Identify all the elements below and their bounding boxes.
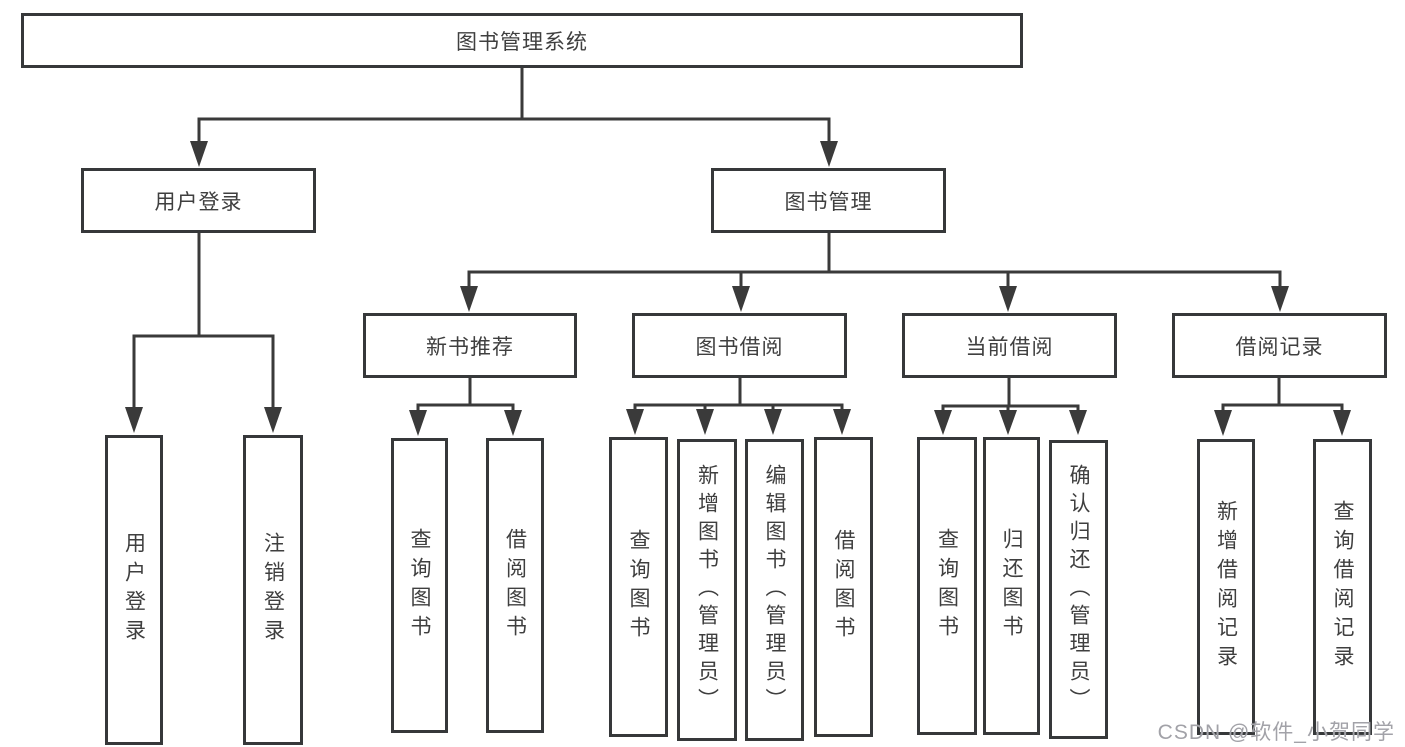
leaf-records-add-record: 新增借阅记录: [1197, 439, 1255, 735]
leaf-current-query-books: 查询图书: [917, 437, 977, 735]
leaf-records-query-record: 查询借阅记录: [1313, 439, 1372, 735]
leaf-borrow-query-books: 查询图书: [609, 437, 668, 737]
leaf-current-return-books: 归还图书: [983, 437, 1040, 735]
node-root-system: 图书管理系统: [21, 13, 1023, 68]
leaf-borrow-borrow-books: 借阅图书: [814, 437, 873, 737]
leaf-borrow-add-books-admin: 新增图书（管理员）: [677, 439, 737, 741]
csdn-watermark: CSDN @软件_小贺同学: [1157, 721, 1395, 744]
leaf-current-confirm-return-admin: 确认归还（管理员）: [1049, 440, 1108, 739]
node-new-book-recommend: 新书推荐: [363, 313, 577, 378]
leaf-newbook-query-books: 查询图书: [391, 438, 448, 733]
leaf-logout: 注销登录: [243, 435, 303, 745]
leaf-borrow-edit-books-admin: 编辑图书（管理员）: [745, 439, 804, 741]
leaf-newbook-borrow-books: 借阅图书: [486, 438, 544, 733]
node-user-login: 用户登录: [81, 168, 316, 233]
leaf-user-login: 用户登录: [105, 435, 163, 745]
node-current-borrow: 当前借阅: [902, 313, 1117, 378]
node-book-borrow: 图书借阅: [632, 313, 847, 378]
node-borrow-records: 借阅记录: [1172, 313, 1387, 378]
arrowhead-icons: [125, 141, 1351, 436]
node-book-management: 图书管理: [711, 168, 946, 233]
